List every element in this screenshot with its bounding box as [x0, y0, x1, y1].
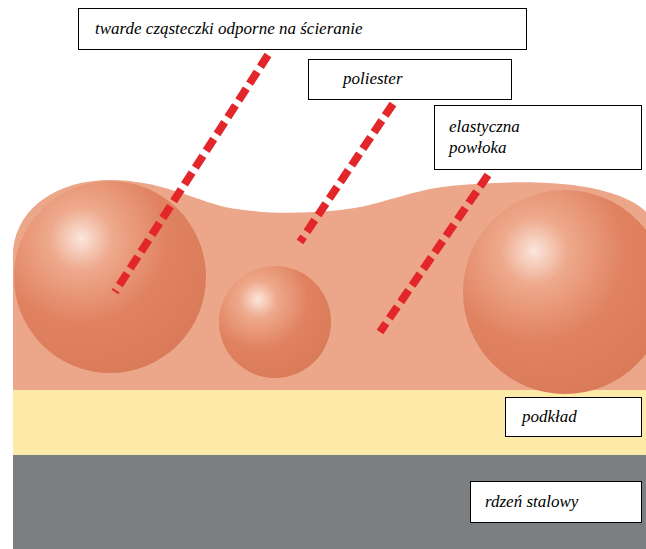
label-text: podkład — [522, 407, 577, 427]
leader-line — [380, 175, 488, 332]
hard-particle — [463, 190, 646, 394]
label-box: poliester — [308, 59, 512, 100]
polyester-particle — [219, 266, 331, 378]
primer-band — [13, 390, 646, 455]
label-text: twarde cząsteczki odporne na ścieranie — [95, 19, 363, 39]
steel-core-band — [13, 455, 646, 549]
label-text: poliester — [343, 69, 403, 89]
label-text: rdzeń stalowy — [485, 492, 578, 512]
label-box: elastyczna powłoka — [434, 105, 642, 170]
label-box: twarde cząsteczki odporne na ścieranie — [78, 8, 527, 50]
hard-particle — [14, 181, 206, 373]
label-box: rdzeń stalowy — [470, 481, 642, 523]
label-text: elastyczna powłoka — [449, 117, 559, 158]
leader-line — [300, 104, 393, 242]
label-box: podkład — [505, 397, 642, 437]
leader-line — [115, 55, 268, 292]
